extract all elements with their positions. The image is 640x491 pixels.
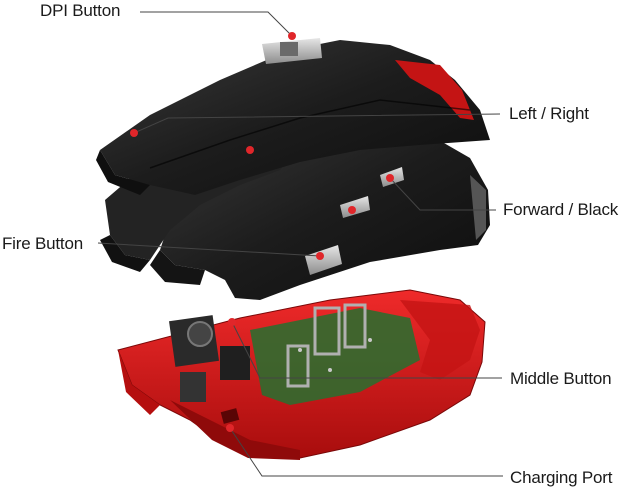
marker-fire bbox=[316, 252, 324, 260]
leader-left-right bbox=[133, 113, 501, 134]
marker-middle bbox=[228, 318, 236, 326]
label-forward-back: Forward / Black bbox=[503, 200, 619, 219]
callout-markers bbox=[130, 32, 394, 432]
pcb-board bbox=[250, 308, 420, 405]
marker-right bbox=[246, 146, 254, 154]
leader-dpi bbox=[140, 11, 293, 37]
label-charging-port: Charging Port bbox=[510, 468, 613, 487]
top-shell bbox=[96, 38, 490, 195]
leader-middle bbox=[231, 321, 502, 379]
label-fire-button: Fire Button bbox=[2, 234, 83, 253]
leader-charging bbox=[229, 427, 503, 477]
label-left-right: Left / Right bbox=[509, 104, 589, 123]
leader-fire bbox=[97, 242, 321, 257]
leader-lines bbox=[97, 11, 503, 477]
marker-forward bbox=[386, 174, 394, 182]
label-dpi-button: DPI Button bbox=[40, 1, 121, 20]
marker-dpi bbox=[288, 32, 296, 40]
scroll-wheel-assembly bbox=[169, 315, 250, 402]
marker-back bbox=[348, 206, 356, 214]
leader-forward-back bbox=[389, 177, 496, 211]
marker-charging bbox=[226, 424, 234, 432]
marker-left bbox=[130, 129, 138, 137]
label-middle-button: Middle Button bbox=[510, 369, 612, 388]
switch-towers bbox=[286, 303, 367, 388]
